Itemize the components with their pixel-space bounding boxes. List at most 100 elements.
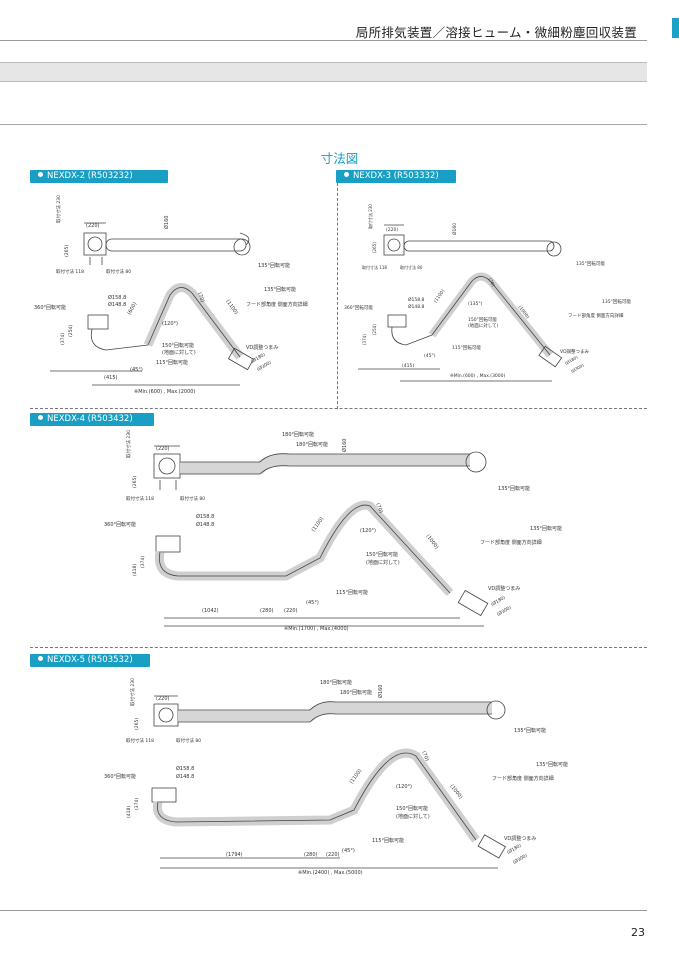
- nexdx-4-w1042: (1042): [202, 608, 219, 614]
- nexdx-4-vd: VD調整つまみ: [488, 585, 520, 592]
- nexdx-3-top-rot-135: 135°回転可能: [576, 260, 605, 267]
- nexdx-2-h374: (374): [60, 333, 66, 345]
- nexdx-4-top-diameter: Ø160: [341, 439, 348, 452]
- nexdx-5-top-width: (220): [156, 696, 169, 702]
- nexdx-3-top-mount-80: 取付寸法 80: [400, 264, 423, 270]
- nexdx-2-top-diameter: Ø160: [163, 216, 170, 229]
- nexdx-5-top-mount-118: 取付寸法 118: [126, 737, 154, 744]
- nexdx-2-top-265: (265): [64, 245, 70, 257]
- model-label-nexdx-5: NEXDX-5 (R503532): [30, 654, 150, 667]
- nexdx-4-top-rot-180b: 180°回転可能: [296, 441, 328, 448]
- nexdx-3-d148: Ø148.8: [408, 303, 425, 310]
- nexdx-5-d70: (70): [420, 750, 430, 762]
- nexdx-4-d1000: (1000): [424, 534, 439, 551]
- nexdx-5-top-diameter: Ø160: [377, 685, 384, 698]
- nexdx-3-d180: (Ø180): [564, 354, 579, 366]
- horizontal-separator-2: [30, 647, 647, 648]
- nexdx-4-rot-135: 135°回転可能: [530, 525, 562, 532]
- nexdx-2-top-mount-80: 取付寸法 80: [106, 268, 131, 275]
- nexdx-4-a120: (120°): [360, 528, 376, 534]
- nexdx-5-top-rot-135: 135°回転可能: [514, 727, 546, 734]
- nexdx-5-top-rot-180a: 180°回転可能: [320, 679, 352, 686]
- nexdx-3-vd: VD調整つまみ: [560, 348, 590, 355]
- header-accent-bar: [672, 18, 679, 38]
- nexdx-5-d180: (Ø180): [506, 842, 523, 856]
- nexdx-3-top-mount-118: 取付寸法 118: [362, 264, 387, 270]
- nexdx-5-h418: (418): [126, 806, 132, 818]
- nexdx-2-top-mount-v: 取付寸法 230: [55, 195, 62, 223]
- nexdx-5-rot-150: 150°回転可能: [396, 805, 428, 812]
- drawing-nexdx-5: (220) Ø160 取付寸法 230 (265) 取付寸法 118 取付寸法 …: [104, 678, 568, 876]
- nexdx-4-top-width: (220): [156, 446, 169, 452]
- horizontal-separator-1: [30, 408, 647, 409]
- nexdx-5-d148: Ø148.8: [176, 773, 194, 780]
- nexdx-2-d600: (600): [127, 301, 139, 316]
- nexdx-4-d300: (Ø300): [496, 604, 513, 618]
- section-title: 寸法図: [320, 151, 359, 166]
- nexdx-2-rot-360: 360°回転可能: [34, 304, 66, 311]
- nexdx-2-rot-150-note: (地面に対して): [162, 349, 196, 356]
- vertical-separator: [337, 183, 338, 409]
- nexdx-5-minmax: ※Min.(2400) , Max.(5000): [298, 870, 363, 876]
- nexdx-2-rot-115: 115°回転可能: [156, 359, 188, 366]
- nexdx-2-vd: VD調整つまみ: [246, 344, 278, 351]
- nexdx-5-hood: フード部角度 側面方向詳細: [492, 775, 554, 782]
- nexdx-3-d70: (70): [486, 277, 496, 288]
- page-number: 23: [631, 926, 645, 939]
- nexdx-4-d148: Ø148.8: [196, 521, 214, 528]
- nexdx-5-rot-150-note: (地面に対して): [396, 813, 430, 820]
- nexdx-4-minmax: ※Min.(1700) , Max.(4000): [284, 626, 349, 632]
- nexdx-3-rot-150-note: (地面に対して): [468, 322, 499, 329]
- nexdx-5-top-265: (265): [134, 718, 140, 730]
- nexdx-2-rot-150: 150°回転可能: [162, 342, 194, 349]
- section-divider: [0, 124, 647, 125]
- nexdx-4-rot-115: 115°回転可能: [336, 589, 368, 596]
- nexdx-5-rot-115: 115°回転可能: [372, 837, 404, 844]
- nexdx-3-a45: (45°): [424, 353, 436, 359]
- nexdx-3-d158: Ø158.8: [408, 296, 425, 303]
- nexdx-5-top-mount-v: 取付寸法 230: [129, 678, 136, 706]
- nexdx-2-d148: Ø148.8: [108, 301, 126, 308]
- nexdx-3-top-mount-v: 取付寸法 230: [367, 204, 373, 229]
- nexdx-5-rot-135: 135°回転可能: [536, 761, 568, 768]
- nexdx-3-minmax: ※Min.(600) , Max.(3000): [450, 373, 506, 379]
- nexdx-5-top-rot-180b: 180°回転可能: [340, 689, 372, 696]
- nexdx-3-rot-150: 150°回転可能: [468, 316, 497, 323]
- header-title: 局所排気装置／溶接ヒューム・微細粉塵回収装置: [355, 25, 637, 40]
- nexdx-2-hood: フード部角度 側面方向詳細: [246, 301, 308, 308]
- drawing-nexdx-4: (220) Ø160 取付寸法 230 (265) 取付寸法 118 取付寸法 …: [104, 430, 562, 632]
- model-label-nexdx-2: NEXDX-2 (R503232): [30, 170, 168, 183]
- nexdx-5-top-mount-80: 取付寸法 80: [176, 737, 201, 744]
- nexdx-2-d70: (70): [196, 292, 205, 304]
- nexdx-5-w1794: (1794): [226, 852, 243, 858]
- nexdx-4-top-265: (265): [132, 476, 138, 488]
- nexdx-4-top-rot-135: 135°回転可能: [498, 485, 530, 492]
- gray-band: [0, 62, 647, 82]
- nexdx-2-rot-135: 135°回転可能: [264, 286, 296, 293]
- nexdx-4-top-mount-118: 取付寸法 118: [126, 495, 154, 502]
- nexdx-2-w415: (415): [104, 375, 117, 381]
- nexdx-4-d1100: (1100): [311, 516, 325, 533]
- nexdx-5-a120: (120°): [396, 784, 412, 790]
- nexdx-3-d300: (Ø300): [570, 362, 585, 374]
- nexdx-5-h374: (374): [134, 798, 140, 810]
- nexdx-3-rot-115: 115°回転可能: [452, 344, 481, 351]
- nexdx-4-w280: (280): [260, 608, 273, 614]
- nexdx-4-rot-360: 360°回転可能: [104, 521, 136, 528]
- nexdx-3-top-diameter: Ø160: [451, 223, 458, 235]
- nexdx-2-d158: Ø158.8: [108, 294, 126, 301]
- nexdx-3-rot-360: 360°回転可能: [344, 304, 373, 311]
- nexdx-4-rot-150: 150°回転可能: [366, 551, 398, 558]
- nexdx-5-rot-360: 360°回転可能: [104, 773, 136, 780]
- nexdx-3-hood: フード部角度 側面方向詳細: [568, 312, 624, 319]
- nexdx-3-w415: (415): [402, 363, 414, 369]
- nexdx-3-a135: (135°): [468, 301, 483, 307]
- model-label-nexdx-3: NEXDX-3 (R503332): [336, 170, 456, 183]
- nexdx-5-vd: VD調整つまみ: [504, 835, 536, 842]
- nexdx-2-top-rot-135: 135°回転可能: [258, 262, 290, 269]
- footer-divider: [0, 910, 647, 911]
- nexdx-3-d1100: (1100): [433, 288, 447, 304]
- nexdx-2-top-width: (220): [86, 223, 99, 229]
- nexdx-4-top-rot-180a: 180°回転可能: [282, 431, 314, 438]
- nexdx-5-d158: Ø158.8: [176, 765, 194, 772]
